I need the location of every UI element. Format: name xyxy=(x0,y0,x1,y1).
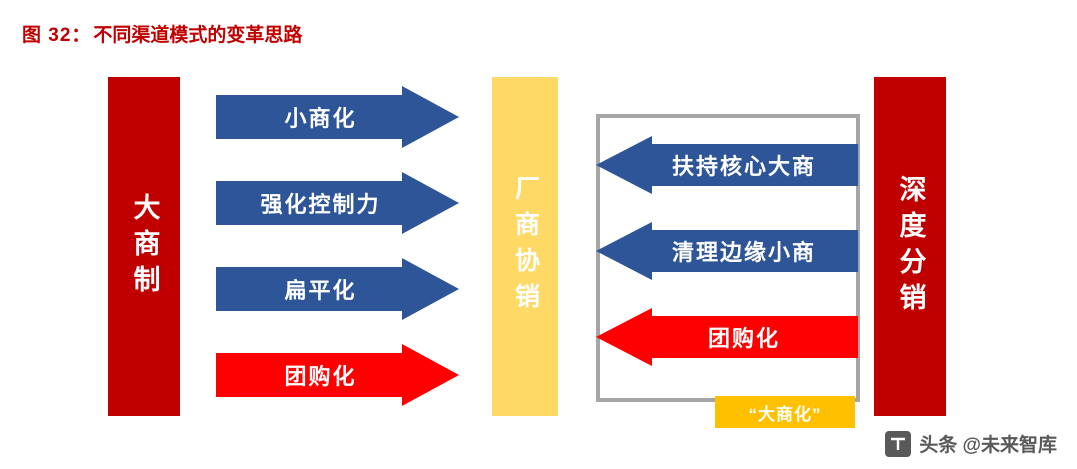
arrow-right-2: 强化控制力 xyxy=(216,172,459,234)
arrow-left-1: 扶持核心大商 xyxy=(596,136,858,194)
pillar-middle: 厂商协销 xyxy=(492,77,558,416)
watermark-text: 头条 @未来智库 xyxy=(919,435,1057,456)
arrow-right-1: 小商化 xyxy=(216,86,459,148)
arrow-left-3: 团购化 xyxy=(596,308,858,366)
arrow-left-icon xyxy=(596,308,858,366)
pillar-right: 深度分销 xyxy=(874,77,946,416)
arrow-right-icon xyxy=(216,172,459,234)
arrow-right-4: 团购化 xyxy=(216,344,459,406)
figure-label: 图 32： xyxy=(22,25,92,46)
group-tag: “大商化” xyxy=(715,396,855,428)
arrow-left-icon xyxy=(596,222,858,280)
arrow-left-icon xyxy=(596,136,858,194)
group-tag-label: “大商化” xyxy=(748,404,822,424)
arrow-right-icon xyxy=(216,258,459,320)
arrow-right-icon xyxy=(216,86,459,148)
arrow-right-3: 扁平化 xyxy=(216,258,459,320)
arrow-right-icon xyxy=(216,344,459,406)
figure-caption: 图 32： 不同渠道模式的变革思路 xyxy=(22,20,302,47)
watermark: 头条 @未来智库 xyxy=(885,430,1057,457)
pillar-left-label: 大商制 xyxy=(129,192,160,301)
pillar-left: 大商制 xyxy=(108,77,180,416)
toutiao-logo-icon xyxy=(885,430,912,457)
figure-title: 不同渠道模式的变革思路 xyxy=(93,25,303,46)
pillar-middle-label: 厂商协销 xyxy=(511,174,540,319)
arrow-left-2: 清理边缘小商 xyxy=(596,222,858,280)
pillar-right-label: 深度分销 xyxy=(895,174,926,319)
